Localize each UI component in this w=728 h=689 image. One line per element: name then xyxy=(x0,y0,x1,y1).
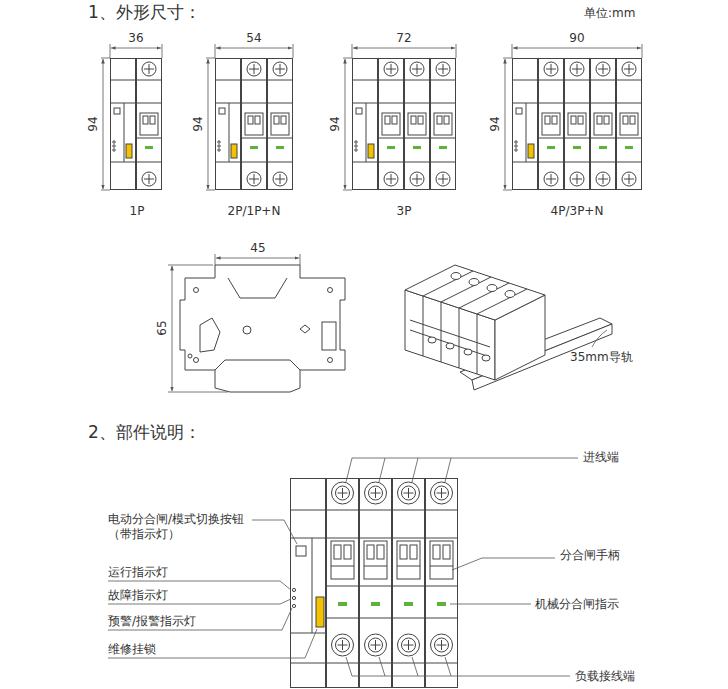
part-label: 机械分合闸指示 xyxy=(535,597,619,612)
part-label: 预警/报警指示灯 xyxy=(108,614,196,629)
dimension-label: 65 xyxy=(155,320,170,335)
model-label: 3P xyxy=(397,204,412,219)
part-label: 负载接线端 xyxy=(575,669,635,684)
dimension-label: 94 xyxy=(488,116,503,131)
model-label: 4P/3P+N xyxy=(551,204,604,219)
dimension-label: 94 xyxy=(86,116,101,131)
part-label: 35mm导轨 xyxy=(570,350,633,365)
model-label: 2P/1P+N xyxy=(228,204,281,219)
dimension-label: 36 xyxy=(128,31,143,46)
dimension-label: 54 xyxy=(246,31,261,46)
part-label: 进线端 xyxy=(583,450,619,465)
part-label: 分合闸手柄 xyxy=(560,548,620,563)
section-heading: 1、外形尺寸： xyxy=(88,2,201,23)
unit-note: 单位:mm xyxy=(584,6,635,21)
dimension-label: 90 xyxy=(569,31,584,46)
part-label: 故障指示灯 xyxy=(108,588,168,603)
part-label: 维修挂锁 xyxy=(108,642,156,657)
model-label: 1P xyxy=(130,204,145,219)
dimension-label: 45 xyxy=(250,241,265,256)
dimension-label: 72 xyxy=(396,31,411,46)
part-label: 电动分合闸/模式切换按钮 （带指示灯） xyxy=(108,512,248,542)
dimension-label: 94 xyxy=(328,116,343,131)
section-heading: 2、部件说明： xyxy=(88,422,201,443)
part-label: 运行指示灯 xyxy=(108,565,168,580)
dimension-label: 94 xyxy=(191,116,206,131)
